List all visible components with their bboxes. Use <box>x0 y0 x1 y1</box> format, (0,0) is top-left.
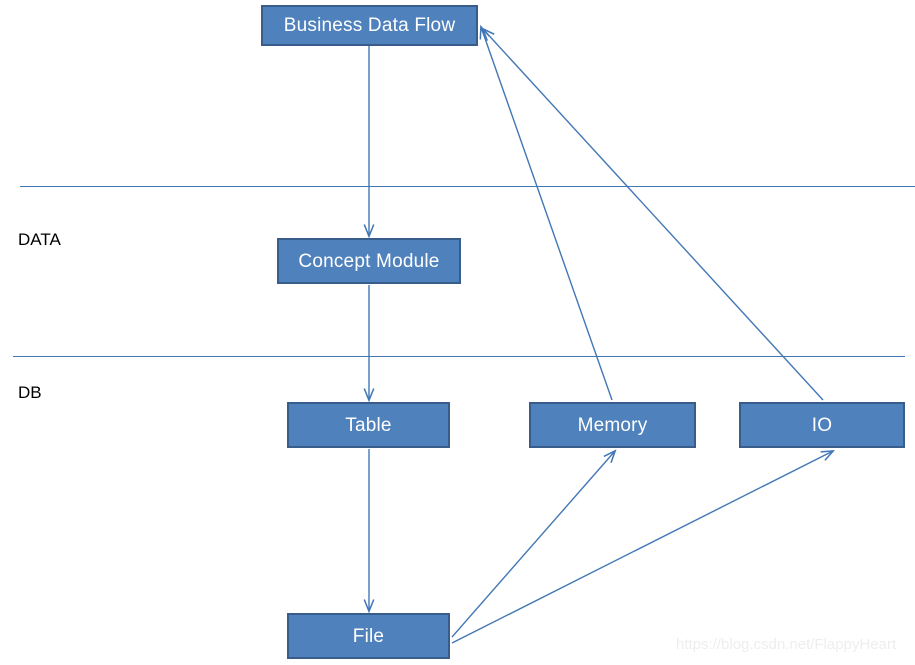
band-label-data: DATA <box>18 230 61 249</box>
node-io[interactable]: IO <box>739 402 905 448</box>
edge-file-to-io <box>451 449 836 644</box>
divider-db-band <box>13 356 905 357</box>
edge-memory-to-bdf <box>479 24 613 401</box>
band-label-db: DB <box>18 383 42 402</box>
edge-file-to-memory <box>451 449 617 638</box>
edge-io-to-bdf <box>481 27 824 401</box>
node-memory[interactable]: Memory <box>529 402 696 448</box>
node-business-data-flow[interactable]: Business Data Flow <box>261 5 478 46</box>
divider-data-band <box>20 186 915 187</box>
watermark: https://blog.csdn.net/FlappyHeart <box>676 636 897 653</box>
node-table[interactable]: Table <box>287 402 450 448</box>
node-file[interactable]: File <box>287 613 450 659</box>
node-concept-module[interactable]: Concept Module <box>277 238 461 284</box>
